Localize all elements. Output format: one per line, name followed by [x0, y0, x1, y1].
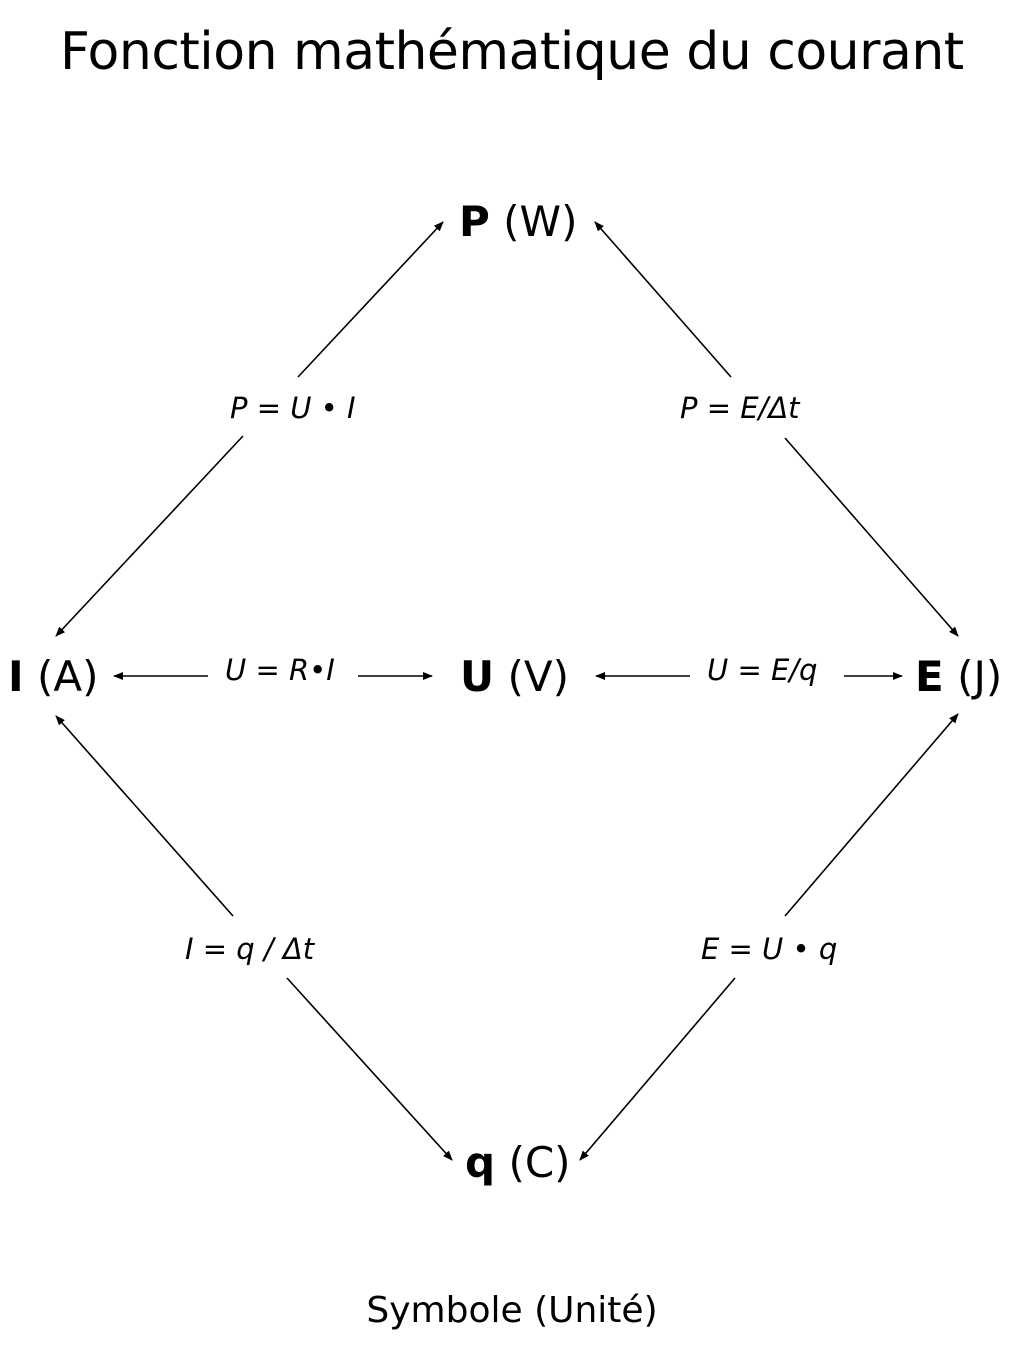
arrow-et-to-p — [594, 221, 732, 378]
node-current: I (A) — [8, 656, 99, 698]
formula-u-eq: U = E/q — [707, 653, 818, 687]
node-power-symbol: P — [459, 197, 490, 246]
arrow-ui-to-i — [55, 435, 244, 637]
node-energy-unit: (J) — [957, 652, 1003, 701]
node-energy-symbol: E — [915, 652, 944, 701]
formula-i-qt: I = q / Δt — [185, 932, 315, 966]
formula-p-ui: P = U • I — [230, 391, 356, 425]
legend-caption: Symbole (Unité) — [366, 1290, 658, 1331]
node-charge-symbol: q — [465, 1138, 496, 1187]
arrow-et-to-e — [784, 437, 959, 637]
arrow-uq-to-e — [784, 713, 959, 917]
node-current-symbol: I — [8, 652, 24, 701]
node-power: P (W) — [459, 201, 577, 243]
node-current-unit: (A) — [37, 652, 99, 701]
node-power-unit: (W) — [503, 197, 578, 246]
arrow-qt-to-i — [55, 715, 234, 917]
formula-p-et: P = E/Δt — [680, 391, 800, 425]
node-charge: q (C) — [465, 1142, 571, 1184]
node-voltage-unit: (V) — [507, 652, 569, 701]
page-title: Fonction mathématique du courant — [60, 22, 964, 82]
node-charge-unit: (C) — [508, 1138, 571, 1187]
formula-e-uq: E = U • q — [701, 932, 838, 966]
node-energy: E (J) — [915, 656, 1002, 698]
formula-u-ri: U = R•I — [225, 653, 335, 687]
node-voltage-symbol: U — [460, 652, 495, 701]
arrow-ui-to-p — [297, 221, 444, 378]
arrow-qt-to-q — [286, 977, 453, 1161]
arrow-uq-to-q — [579, 977, 736, 1161]
node-voltage: U (V) — [460, 656, 569, 698]
